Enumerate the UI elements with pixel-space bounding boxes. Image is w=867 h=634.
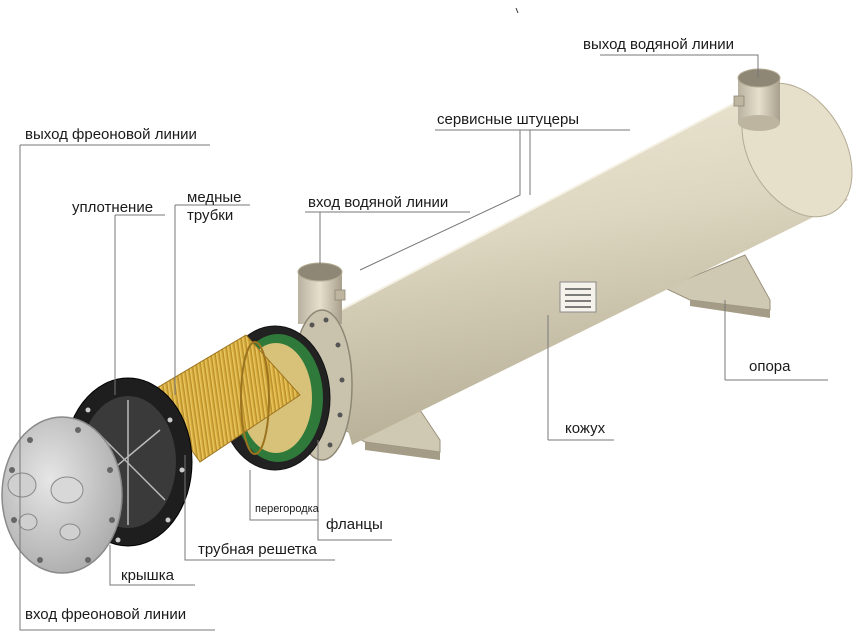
- label-service-fittings: сервисные штуцеры: [437, 111, 580, 128]
- label-flanges: фланцы: [326, 516, 383, 533]
- baffle-plate: [240, 341, 270, 455]
- label-copper-tubes-2: трубки: [187, 207, 234, 224]
- water-outlet-pipe: [733, 68, 781, 131]
- shell-body: [317, 82, 853, 445]
- label-copper-tubes-1: медные: [187, 189, 242, 206]
- label-support: опора: [749, 358, 791, 375]
- label-freon-outlet: выход фреоновой линии: [25, 126, 197, 143]
- label-water-inlet: вход водяной линии: [308, 194, 449, 211]
- leader-lines: [19, 54, 828, 631]
- label-water-outlet: выход водяной линии: [583, 36, 735, 53]
- vent-grille: [559, 281, 597, 313]
- label-tube-sheet: трубная решетка: [198, 541, 317, 558]
- label-seal: уплотнение: [72, 199, 154, 216]
- label-shell: кожух: [565, 420, 606, 437]
- label-freon-inlet: вход фреоновой линии: [25, 606, 187, 623]
- support-rear: [663, 254, 771, 318]
- stray-mark: [515, 7, 519, 14]
- label-cover: крышка: [121, 567, 174, 584]
- label-baffle: перегородка: [255, 503, 319, 515]
- freon-pipes: [7, 472, 84, 541]
